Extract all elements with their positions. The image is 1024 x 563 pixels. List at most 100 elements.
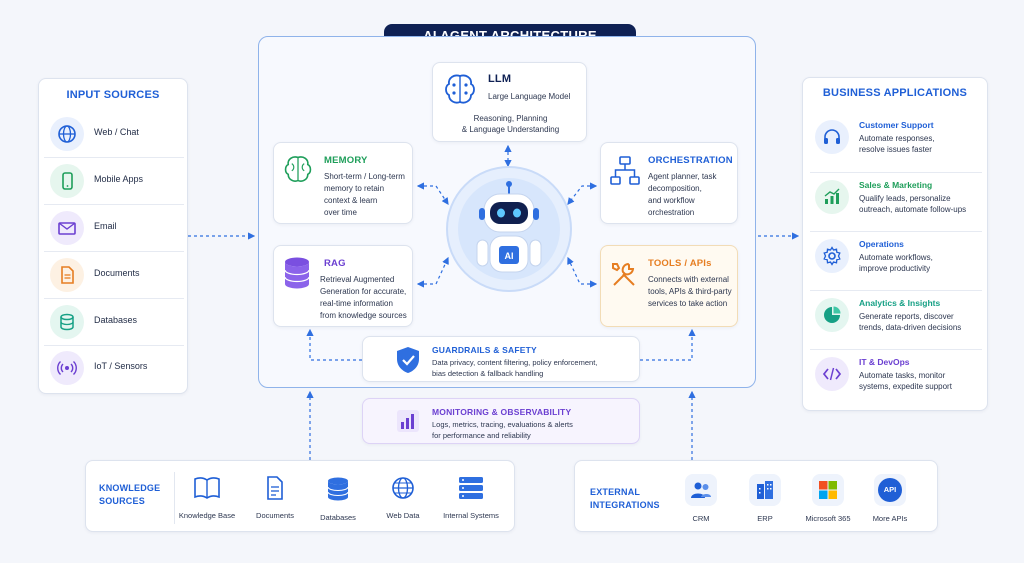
memory-title: MEMORY (324, 155, 368, 166)
integration-item-erp[interactable]: ERP (735, 474, 795, 523)
database-icon (50, 305, 84, 339)
business-item-title: Operations (859, 239, 904, 249)
orchestration-desc-line: Agent planner, task (648, 172, 717, 181)
shield-icon (395, 346, 421, 379)
rag-desc-line: from knowledge sources (320, 311, 407, 320)
database-icon (327, 477, 349, 501)
divider (810, 172, 982, 173)
business-item-operations[interactable]: Operations Automate workflows,improve pr… (813, 239, 985, 289)
knowledge-item-knowledge-base[interactable]: Knowledge Base (172, 476, 242, 520)
tools-apis-card[interactable]: TOOLS / APIs Connects with external tool… (600, 245, 738, 327)
memory-desc-line: Short-term / Long-term (324, 172, 405, 181)
guardrails-card[interactable]: GUARDRAILS & SAFETY Data privacy, conten… (362, 336, 640, 382)
business-item-desc: Automate workflows,improve productivity (859, 253, 933, 273)
guardrails-desc-line: Data privacy, content filtering, policy … (432, 358, 598, 367)
knowledge-item-label: Databases (320, 513, 356, 522)
integration-item-microsoft-365[interactable]: Microsoft 365 (798, 474, 858, 523)
globe-icon (392, 477, 414, 499)
input-item-label: IoT / Sensors (94, 361, 148, 371)
server-icon (459, 477, 483, 499)
integration-item-more-apis[interactable]: API More APIs (860, 474, 920, 523)
gear-icon (815, 239, 849, 273)
iot-sensor-icon (50, 351, 84, 385)
monitoring-card[interactable]: MONITORING & OBSERVABILITY Logs, metrics… (362, 398, 640, 444)
business-item-title: Sales & Marketing (859, 180, 933, 190)
rag-desc-line: Generation for accurate, (320, 287, 407, 296)
robot-icon (476, 181, 542, 273)
input-item-label: Documents (94, 268, 140, 278)
divider (44, 204, 184, 205)
memory-desc-line: memory to retain (324, 184, 385, 193)
tools-icon (609, 260, 639, 295)
memory-desc-line: context & learn (324, 196, 378, 205)
input-item-web-chat[interactable]: Web / Chat (48, 114, 186, 154)
llm-desc-line: & Language Understanding (461, 125, 560, 134)
knowledge-item-databases[interactable]: Databases (303, 476, 373, 522)
orchestration-desc-line: decomposition, (648, 184, 702, 193)
api-badge: API (878, 478, 902, 502)
memory-card[interactable]: MEMORY Short-term / Long-term memory to … (273, 142, 413, 224)
llm-card[interactable]: LLM Large Language Model Reasoning, Plan… (432, 62, 587, 142)
monitoring-title: MONITORING & OBSERVABILITY (432, 407, 572, 417)
orchestration-card[interactable]: ORCHESTRATION Agent planner, task decomp… (600, 142, 738, 224)
document-icon (50, 258, 84, 292)
divider (810, 349, 982, 350)
code-icon (815, 357, 849, 391)
knowledge-item-documents[interactable]: Documents (240, 476, 310, 520)
integration-item-crm[interactable]: CRM (671, 474, 731, 523)
database-icon (282, 256, 312, 295)
divider (44, 157, 184, 158)
business-applications-title: BUSINESS APPLICATIONS (822, 87, 968, 99)
knowledge-item-web-data[interactable]: Web Data (368, 476, 438, 520)
input-item-email[interactable]: Email (48, 208, 186, 248)
document-icon (267, 476, 283, 500)
guardrails-desc-line: bias detection & fallback handling (432, 369, 544, 378)
tools-title: TOOLS / APIs (648, 258, 712, 269)
business-item-desc: Automate responses,resolve issues faster (859, 134, 935, 154)
brain-icon (442, 71, 478, 112)
llm-title: LLM (488, 73, 512, 85)
brain-icon (282, 153, 314, 190)
guardrails-title: GUARDRAILS & SAFETY (432, 345, 537, 355)
rag-desc-line: Retrieval Augmented (320, 275, 395, 284)
llm-subtitle: Large Language Model (488, 92, 571, 101)
monitoring-desc-line: for performance and reliability (432, 431, 531, 440)
tools-desc-line: tools, APIs & third-party (648, 287, 732, 296)
mobile-icon (50, 164, 84, 198)
building-icon (749, 474, 781, 506)
growth-chart-icon (815, 180, 849, 214)
knowledge-item-label: Internal Systems (443, 511, 499, 520)
integration-item-label: More APIs (872, 514, 908, 523)
business-item-analytics-insights[interactable]: Analytics & Insights Generate reports, d… (813, 298, 985, 348)
input-item-iot-sensors[interactable]: IoT / Sensors (48, 348, 186, 388)
email-icon (50, 211, 84, 245)
business-item-title: Customer Support (859, 120, 934, 130)
business-item-customer-support[interactable]: Customer Support Automate responses,reso… (813, 120, 985, 170)
memory-desc-line: over time (324, 208, 357, 217)
input-item-label: Web / Chat (94, 127, 139, 137)
divider (44, 298, 184, 299)
divider (44, 251, 184, 252)
input-sources-title: INPUT SOURCES (66, 89, 160, 101)
users-icon (685, 474, 717, 506)
monitoring-desc-line: Logs, metrics, tracing, evaluations & al… (432, 420, 573, 429)
input-item-mobile-apps[interactable]: Mobile Apps (48, 161, 186, 201)
headset-icon (815, 120, 849, 154)
knowledge-sources-title: SOURCES (99, 496, 145, 506)
api-icon: API (874, 474, 906, 506)
divider (44, 345, 184, 346)
input-item-label: Email (94, 221, 117, 231)
input-item-label: Databases (94, 315, 138, 325)
business-item-sales-marketing[interactable]: Sales & Marketing Qualify leads, persona… (813, 180, 985, 230)
input-item-databases[interactable]: Databases (48, 302, 186, 342)
knowledge-item-internal-systems[interactable]: Internal Systems (436, 476, 506, 520)
input-item-documents[interactable]: Documents (48, 255, 186, 295)
integration-item-label: CRM (692, 514, 710, 523)
knowledge-item-label: Web Data (386, 511, 420, 520)
microsoft-icon (812, 474, 844, 506)
rag-card[interactable]: RAG Retrieval Augmented Generation for a… (273, 245, 413, 327)
globe-icon (50, 117, 84, 151)
